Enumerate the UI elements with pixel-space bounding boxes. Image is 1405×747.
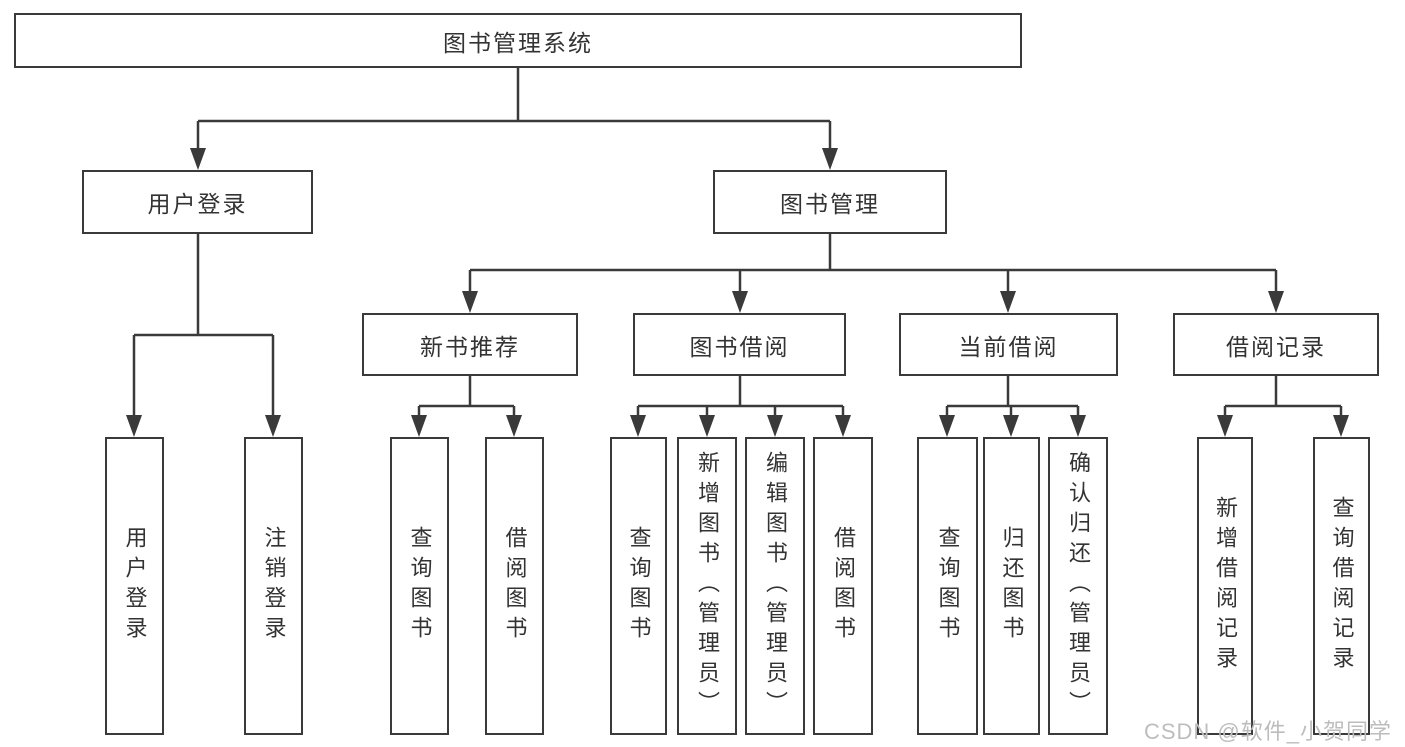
leaf-borrow-books: 借阅图书 <box>813 437 873 735</box>
node-user-login-module: 用户登录 <box>82 170 313 234</box>
node-label: 新增图书（管理员） <box>695 451 720 721</box>
node-label: 新书推荐 <box>420 333 520 360</box>
node-label: 查询借阅记录 <box>1329 496 1355 676</box>
node-label: 图书管理 <box>780 191 880 217</box>
leaf-query-books: 查询图书 <box>390 437 449 735</box>
node-label: 归还图书 <box>999 526 1025 646</box>
leaf-add-books-admin: 新增图书（管理员） <box>677 437 737 735</box>
node-label: 图书借阅 <box>689 333 790 360</box>
node-label: 查询图书 <box>407 526 433 646</box>
leaf-query-books: 查询图书 <box>917 437 978 735</box>
leaf-user-login: 用户登录 <box>105 437 164 735</box>
csdn-watermark: CSDN @软件_小贺同学 <box>1143 719 1392 744</box>
arrowheads <box>126 148 1349 437</box>
node-label: 当前借阅 <box>958 333 1059 360</box>
node-label: 确认归还（管理员） <box>1066 451 1091 721</box>
leaf-edit-books-admin: 编辑图书（管理员） <box>745 437 805 735</box>
node-new-book-recommend: 新书推荐 <box>362 313 578 376</box>
leaf-borrow-books: 借阅图书 <box>485 437 544 735</box>
leaf-return-books: 归还图书 <box>983 437 1040 735</box>
leaf-query-books: 查询图书 <box>610 437 667 735</box>
node-label: 查询图书 <box>626 526 652 646</box>
node-current-borrowing: 当前借阅 <box>899 313 1118 376</box>
node-label: 借阅图书 <box>502 526 528 646</box>
node-label: 用户登录 <box>147 191 248 217</box>
node-label: 新增借阅记录 <box>1213 496 1238 676</box>
node-label: 用户登录 <box>122 526 148 646</box>
node-label: 编辑图书（管理员） <box>763 451 788 721</box>
node-root-system: 图书管理系统 <box>14 13 1022 68</box>
node-borrowing-records: 借阅记录 <box>1173 313 1379 376</box>
node-book-management-module: 图书管理 <box>713 170 947 234</box>
node-label: 查询图书 <box>935 526 961 646</box>
node-label: 借阅记录 <box>1226 333 1326 360</box>
node-label: 借阅图书 <box>831 526 856 646</box>
node-label: 图书管理系统 <box>443 29 593 56</box>
leaf-confirm-return-admin: 确认归还（管理员） <box>1048 437 1108 735</box>
leaf-query-borrow-record: 查询借阅记录 <box>1313 437 1370 735</box>
node-label: 注销登录 <box>261 526 287 646</box>
leaf-add-borrow-record: 新增借阅记录 <box>1197 437 1253 735</box>
tree-edges <box>132 68 1343 419</box>
leaf-logout: 注销登录 <box>244 437 303 735</box>
node-book-borrowing: 图书借阅 <box>633 313 846 376</box>
